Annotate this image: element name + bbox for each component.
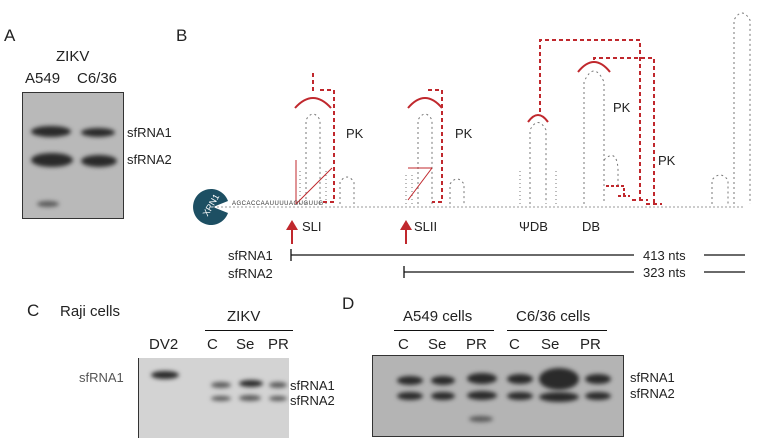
panel-d-letter: D [342,294,355,313]
gel-band [507,374,533,384]
slii-label: SLII [414,219,438,234]
sl-tertiary-contacts [295,160,433,205]
sfrna1-product-name: sfRNA1 [228,248,273,263]
gel-band [239,380,263,387]
panel-a-band-sfrna1: sfRNA1 [127,125,172,140]
panel-c-left-band-label: sfRNA1 [79,370,124,385]
panel-a-lane-a549: A549 [25,70,61,87]
gel-band [81,128,115,137]
sfrna2-length: 323 nts [643,265,686,280]
gel-band [507,392,533,400]
panel-c-group-rule [205,330,293,331]
panel-c-title: Raji cells [60,303,121,320]
product-length-bars [290,249,745,278]
panel-c-gel [138,358,289,438]
panel-d-lane-se1: Se [428,336,447,353]
rna-structure-diagram [193,12,751,278]
gel-band [585,374,611,384]
cleavage-arrows [286,220,412,244]
gel-band [585,392,611,400]
gel-band [539,392,579,402]
panel-c-lane-se: Se [236,336,255,353]
gel-band [211,382,231,388]
gel-band [81,155,117,167]
panel-a-band-sfrna2: sfRNA2 [127,152,172,167]
sequence-start: AGCACCAAUUUUAGUGUUG [232,201,324,207]
pk-label-sli: PK [346,126,364,141]
gel-band [431,392,455,400]
gel-band [31,153,73,167]
db-label: DB [582,219,601,234]
gel-band [469,416,493,422]
db-structure [583,70,619,204]
gel-band [31,126,71,137]
pseudoknot-interactions [294,39,662,205]
panel-d-lane-c2: C [509,336,520,353]
panel-d-band-sfrna1: sfRNA1 [630,370,675,385]
gel-band [37,201,59,207]
panel-c-lane-dv2: DV2 [149,336,179,353]
panel-c-lane-c: C [207,336,218,353]
sli-stem-loop [299,113,355,204]
gel-band [269,396,287,401]
gel-band [269,382,287,388]
panel-d-lane-pr2: PR [580,336,601,353]
gel-band [211,396,231,401]
gel-band [397,376,423,385]
panel-c-letter: C [27,301,40,320]
sfrna1-length: 413 nts [643,248,686,263]
gel-band [397,392,423,400]
pk-label-db: PK [613,100,631,115]
xrn1-icon [193,188,228,225]
psi-db-label: ΨDB [519,219,548,234]
pk-label-psidb: PK [658,153,676,168]
sfrna2-product-name: sfRNA2 [228,266,273,281]
panel-b-letter: B [176,26,188,45]
panel-d-band-sfrna2: sfRNA2 [630,386,675,401]
pk-label-slii: PK [455,126,473,141]
gel-band [431,376,455,385]
psi-db-structure [519,122,557,204]
panel-c-lane-pr: PR [268,336,289,353]
gel-band [151,371,179,379]
panel-a-virus-label: ZIKV [56,48,90,65]
panel-a-lane-c636: C6/36 [77,70,118,87]
panel-a-letter: A [4,26,16,45]
sli-label: SLI [302,219,322,234]
panel-c-band-sfrna1: sfRNA1 [290,378,335,393]
gel-band [467,391,497,400]
gel-band [239,395,261,401]
panel-d-lane-se2: Se [541,336,560,353]
panel-a-gel [22,92,124,219]
panel-d-lane-pr1: PR [466,336,487,353]
panel-c-group-label: ZIKV [227,308,261,325]
panel-d-group-c636: C6/36 cells [516,308,591,325]
panel-d-rule-a549 [394,330,494,331]
panel-d-rule-c636 [507,330,607,331]
gel-band [539,368,579,390]
panel-d-lane-c1: C [398,336,409,353]
panel-d-group-a549: A549 cells [403,308,473,325]
panel-d-gel [372,355,624,437]
terminal-stem-loop [711,12,751,204]
gel-band [467,373,497,384]
slii-stem-loop [405,113,465,204]
panel-c-band-sfrna2: sfRNA2 [290,393,335,408]
